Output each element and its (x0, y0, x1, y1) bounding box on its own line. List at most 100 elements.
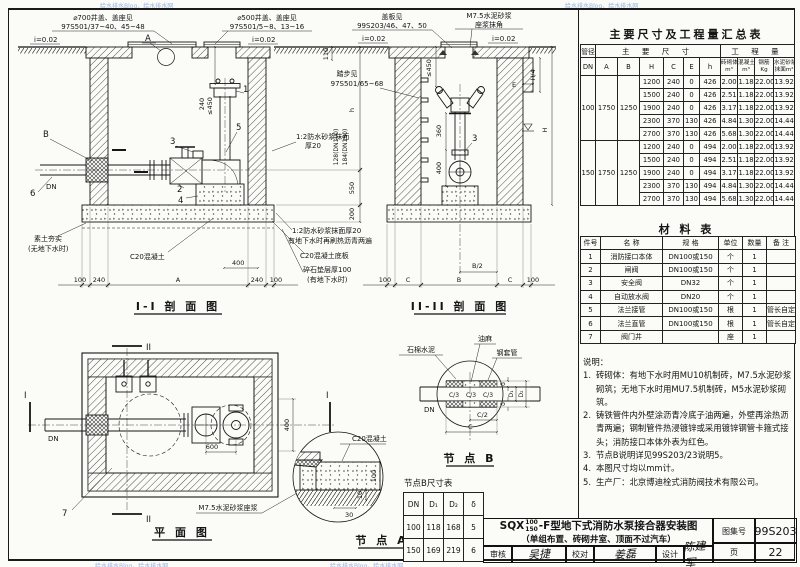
materials-cell: 1 (742, 329, 767, 345)
summary-cell: 5.68 (720, 127, 739, 141)
summary-cell: 1250 (617, 140, 640, 206)
materials-cell: 2 (580, 262, 601, 278)
summary-cell: 1200 (639, 75, 664, 89)
check-label: 校对 (565, 545, 595, 563)
dim: C (508, 276, 513, 284)
dim: H (541, 127, 549, 132)
node-a-marker (157, 48, 175, 66)
annotation: 有地下水时再刷热沥青两遍 (288, 236, 372, 245)
node-a-labels: C20混凝土 100 10 30 节 点 A (345, 434, 408, 547)
summary-cell: 494 (698, 166, 722, 180)
page-number: 22 (754, 542, 797, 563)
summary-cell: 22.00 (754, 75, 775, 89)
pipe-dn-label: DN (424, 406, 435, 414)
summary-col-header: C (663, 57, 684, 76)
annotation: 素土夯实 (34, 234, 62, 243)
materials-cell: 管长自定 (766, 302, 796, 318)
notes-block: 说明： 1.砖砌体：有地下水时用MU10机制砖，M7.5水泥砂浆砌筑；无地下水时… (583, 356, 792, 489)
dim: 240 (251, 276, 263, 284)
dim: 600 (206, 443, 218, 451)
summary-cell: 1.18 (737, 88, 756, 102)
materials-cell (766, 276, 796, 291)
summary-dn-cell: 100 (580, 75, 596, 141)
materials-cell: 5 (580, 302, 601, 318)
atlas-number-label: 图集号 (712, 518, 756, 544)
nodeb-cell: 219 (443, 538, 464, 562)
summary-cell: 14.44 (773, 114, 796, 128)
dim: 400 (283, 419, 291, 431)
dim: 360 (435, 125, 443, 137)
materials-cell: 1 (742, 316, 767, 331)
slope-label: i=0.02 (252, 36, 275, 44)
note-number: 3. (583, 449, 591, 460)
summary-cell: 426 (698, 88, 722, 102)
dim: D₂ (518, 390, 525, 398)
materials-cell: 1 (742, 276, 767, 291)
materials-cell: 3 (580, 276, 601, 291)
note-text: 本图尺寸均以mm计。 (596, 463, 680, 474)
materials-table-title: 材 料 表 (658, 223, 715, 236)
support-block (195, 183, 245, 206)
ground-hatch (274, 48, 389, 54)
summary-cell: 13.92 (773, 101, 796, 115)
materials-cell (766, 289, 796, 304)
summary-cell: 240 (663, 140, 684, 154)
watermark: 给水排水Blog，给水排水网 (330, 563, 404, 567)
dim: C/3 (466, 392, 476, 399)
materials-col-header: 备 注 (766, 235, 796, 251)
slope-label: i=0.02 (362, 35, 385, 43)
dim: B (457, 276, 461, 284)
summary-cell: 22.00 (754, 114, 775, 128)
materials-cell: 7 (580, 329, 601, 345)
summary-cell: 240 (663, 75, 684, 89)
page-label: 页 (712, 542, 756, 563)
note-number: 4. (583, 463, 591, 474)
summary-cell: 130 (683, 127, 700, 141)
annotation: (有地下水时) (307, 275, 348, 284)
notes-list: 1.砖砌体：有地下水时用MU10机制砖，M7.5水泥砂浆砌筑；无地下水时用MU7… (583, 369, 792, 489)
summary-cell: 240 (663, 88, 684, 102)
annotation: (无地下水时) (28, 244, 69, 253)
summary-table-title: 主要尺寸及工程量汇总表 (609, 28, 764, 41)
materials-col-header: 件号 (580, 235, 601, 251)
check-signature: 姜磊 (593, 545, 657, 563)
summary-cell: 4.84 (720, 179, 739, 193)
dim: C (406, 276, 411, 284)
dim: 200 (348, 208, 356, 220)
summary-cell: 494 (698, 179, 722, 193)
nodeb-cell: 6 (463, 538, 484, 562)
summary-dn-cell: 150 (580, 140, 596, 206)
materials-cell: DN20 (662, 289, 719, 304)
summary-cell: 13.92 (773, 153, 796, 167)
dim: 110 (322, 48, 330, 60)
materials-cell: DN100或150 (662, 316, 719, 331)
frame-left (8, 8, 9, 561)
view-title: 节 点 A (355, 533, 408, 547)
materials-cell: 管长自定 (766, 316, 796, 331)
design-label: 设计 (655, 545, 685, 563)
summary-cell: 130 (683, 114, 700, 128)
annotation: C20混凝土 (352, 434, 387, 443)
summary-cell: 240 (663, 166, 684, 180)
annotation: ⌀500井盖、盖座见 (237, 13, 297, 22)
signature: 陈建军 (683, 539, 706, 567)
materials-cell: 根 (718, 316, 743, 331)
dim: C (468, 423, 473, 431)
nodeb-cell: 100 (403, 515, 424, 539)
node-b-labels: 石棉水泥 油麻 钢套管 DN C/3 C/3 C/3 C/2 C δ D₁ D₂… (407, 334, 525, 465)
review-signature: 吴捷 (511, 545, 567, 563)
summary-cell: 2.00 (720, 75, 739, 89)
note-number: 2. (583, 410, 591, 421)
panel-divider (578, 9, 579, 518)
plan-dims (71, 397, 298, 541)
summary-col-header: B (617, 57, 640, 76)
summary-col-header: h (698, 57, 722, 76)
summary-cell: 426 (698, 127, 722, 141)
summary-cell: 494 (698, 153, 722, 167)
note-text: 铸铁管件内外壁涂沥青冷底子油两遍，外壁再涂热沥青两遍；钢制管件热浸镀锌或采用镀锌… (596, 410, 789, 447)
nodeb-cell: 168 (443, 515, 464, 539)
